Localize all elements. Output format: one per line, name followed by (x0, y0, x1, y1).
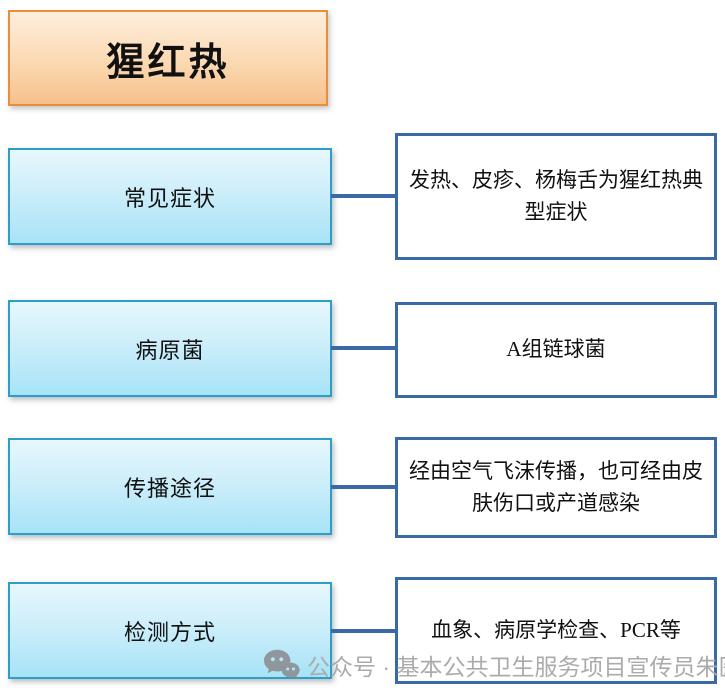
connector-line (331, 629, 397, 633)
label-text: 传播途径 (123, 475, 216, 501)
detail-box-pathogen: A组链球菌 (395, 302, 717, 398)
connector-line (331, 346, 397, 350)
connector-line (331, 485, 397, 489)
wechat-icon (264, 649, 300, 679)
detail-text: 经由空气飞沫传播，也可经由皮肤伤口或产道感染 (409, 459, 703, 515)
label-text: 检测方式 (123, 619, 216, 645)
detail-text: A组链球菌 (506, 337, 606, 362)
detail-box-symptoms: 发热、皮疹、杨梅舌为猩红热典型症状 (395, 133, 717, 260)
title-box: 猩红热 (8, 10, 328, 106)
detail-box-transmission: 经由空气飞沫传播，也可经由皮肤伤口或产道感染 (395, 437, 717, 538)
label-box-pathogen: 病原菌 (8, 300, 332, 397)
label-box-transmission: 传播途径 (8, 438, 332, 535)
label-text: 病原菌 (135, 337, 205, 363)
label-text: 常见症状 (123, 185, 216, 211)
detail-text: 血象、病原学检查、PCR等 (431, 617, 681, 642)
label-box-symptoms: 常见症状 (8, 148, 332, 245)
label-box-testing: 检测方式 (8, 582, 332, 679)
watermark: 公众号 · 基本公共卫生服务项目宣传员朱医 (263, 648, 725, 682)
connector-line (331, 194, 397, 198)
detail-box-testing: 血象、病原学检查、PCR等 (395, 577, 717, 684)
watermark-text: 公众号 · 基本公共卫生服务项目宣传员朱医 (307, 654, 725, 680)
detail-text: 发热、皮疹、杨梅舌为猩红热典型症状 (409, 168, 703, 224)
title-text: 猩红热 (106, 41, 230, 84)
